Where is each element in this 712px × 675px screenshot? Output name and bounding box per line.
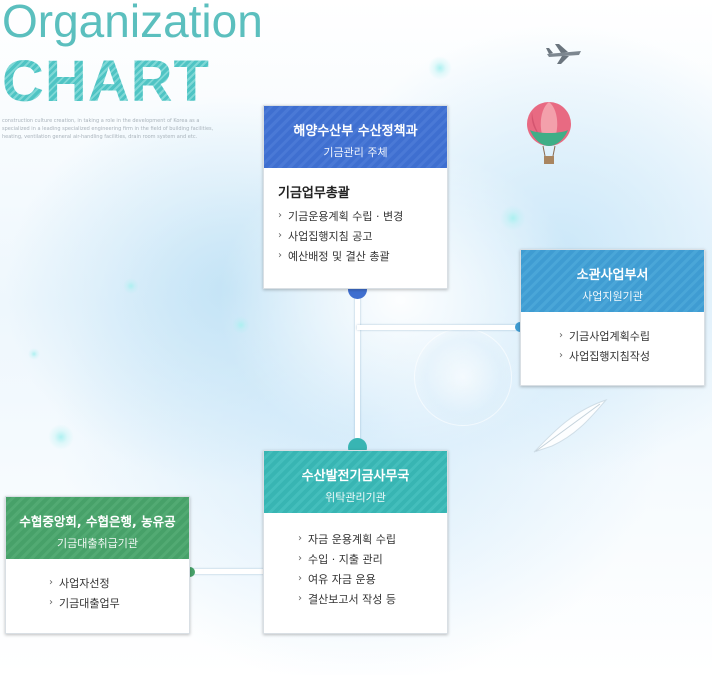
sparkle-decoration (232, 316, 250, 334)
org-box-banks-header: 수협중앙회, 수협은행, 농유공 기금대출취급기관 (6, 497, 189, 559)
org-box-ministry-header: 해양수산부 수산정책과 기금관리 주체 (264, 106, 447, 168)
org-box-department-body: 기금사업계획수립 사업집행지침작성 (521, 312, 704, 367)
org-box-department: 소관사업부서 사업지원기관 기금사업계획수립 사업집행지침작성 (520, 249, 705, 386)
list-item: 기금대출업무 (49, 593, 189, 614)
title-chart: CHART (2, 49, 210, 114)
org-box-ministry-section-title: 기금업무총괄 (278, 186, 350, 201)
airplane-icon (546, 44, 581, 64)
org-box-department-title: 소관사업부서 (576, 268, 649, 283)
lens-flare-decoration (414, 328, 512, 426)
org-box-banks-title: 수협중앙회, 수협은행, 농유공 (19, 514, 176, 529)
org-box-office-list: 자금 운용계획 수립 수입 · 지출 관리 여유 자금 운용 결산보고서 작성 … (298, 529, 447, 610)
list-item: 기금사업계획수립 (559, 326, 704, 347)
org-box-banks: 수협중앙회, 수협은행, 농유공 기금대출취급기관 사업자선정 기금대출업무 (5, 496, 190, 634)
list-item: 예산배정 및 결산 총괄 (278, 246, 447, 267)
list-item: 수입 · 지출 관리 (298, 549, 447, 570)
org-box-department-subtitle: 사업지원기관 (582, 290, 643, 303)
connector-vertical (355, 289, 360, 447)
org-box-office-title: 수산발전기금사무국 (301, 469, 410, 484)
connector-to-department (357, 325, 520, 330)
org-box-office-header: 수산발전기금사무국 위탁관리기관 (264, 451, 447, 513)
intro-blurb: construction culture creation, in taking… (2, 118, 214, 140)
sparkle-decoration (28, 348, 40, 360)
list-item: 결산보고서 작성 등 (298, 589, 447, 610)
list-item: 기금운용계획 수립 · 변경 (278, 206, 447, 227)
org-box-banks-body: 사업자선정 기금대출업무 (6, 559, 189, 614)
org-box-office-subtitle: 위탁관리기관 (325, 491, 386, 504)
list-item: 여유 자금 운용 (298, 569, 447, 590)
org-box-department-list: 기금사업계획수립 사업집행지침작성 (559, 326, 704, 367)
list-item: 사업집행지침작성 (559, 346, 704, 367)
org-box-ministry-title: 해양수산부 수산정책과 (293, 124, 418, 139)
list-item: 사업자선정 (49, 573, 189, 594)
sparkle-decoration (123, 278, 139, 294)
org-box-ministry-list: 기금운용계획 수립 · 변경 사업집행지침 공고 예산배정 및 결산 총괄 (278, 206, 447, 267)
list-item: 자금 운용계획 수립 (298, 529, 447, 550)
connector-to-banks (189, 569, 264, 574)
org-box-ministry-subtitle: 기금관리 주체 (323, 146, 388, 159)
title-organization: Organization (2, 0, 263, 47)
sparkle-decoration (48, 424, 74, 450)
org-box-ministry-body: 기금업무총괄 기금운용계획 수립 · 변경 사업집행지침 공고 예산배정 및 결… (264, 168, 447, 267)
sparkle-decoration (500, 205, 526, 231)
sparkle-decoration (428, 56, 452, 80)
org-box-banks-subtitle: 기금대출취급기관 (57, 537, 138, 550)
org-box-office: 수산발전기금사무국 위탁관리기관 자금 운용계획 수립 수입 · 지출 관리 여… (263, 450, 448, 634)
list-item: 사업집행지침 공고 (278, 226, 447, 247)
org-box-ministry: 해양수산부 수산정책과 기금관리 주체 기금업무총괄 기금운용계획 수립 · 변… (263, 105, 448, 289)
org-box-office-body: 자금 운용계획 수립 수입 · 지출 관리 여유 자금 운용 결산보고서 작성 … (264, 513, 447, 610)
feather-icon (533, 398, 608, 453)
org-box-banks-list: 사업자선정 기금대출업무 (49, 573, 189, 614)
connector-dot-banks (185, 567, 195, 577)
org-box-department-header: 소관사업부서 사업지원기관 (521, 250, 704, 312)
hot-air-balloon-icon (527, 102, 571, 164)
